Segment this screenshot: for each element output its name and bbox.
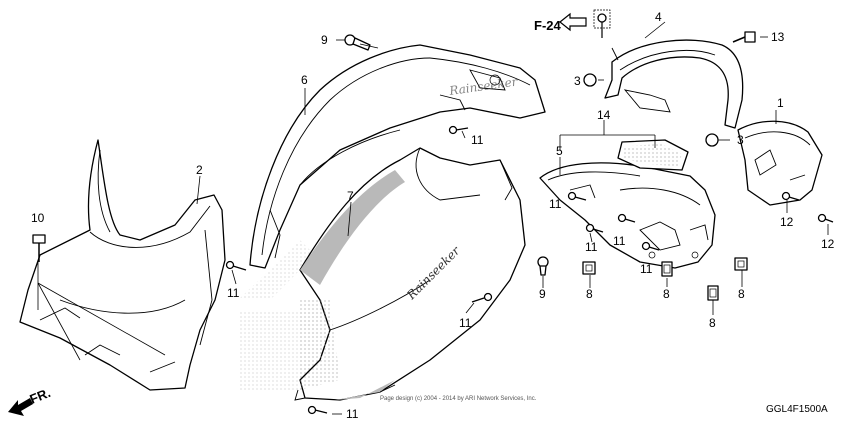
callout-9-right: 9 [539, 287, 546, 301]
part-14-emblem [617, 139, 689, 171]
part-2-inner-lower-cover [19, 139, 226, 391]
callout-6: 6 [301, 73, 308, 87]
callout-11-g: 11 [613, 234, 626, 248]
callout-11-f: 11 [585, 240, 598, 254]
clip-f24-icon [593, 9, 611, 38]
callout-11-h: 11 [640, 262, 653, 276]
grommet-3-top-icon [583, 73, 597, 87]
callout-8-a: 8 [586, 287, 593, 301]
screw-11-icon [225, 125, 660, 415]
bolt-13-icon [732, 31, 756, 43]
callout-7: 7 [347, 189, 354, 203]
callout-13: 13 [771, 30, 785, 44]
reference-arrow-f24: F-24 [534, 12, 587, 33]
callout-11-c: 11 [459, 316, 472, 330]
callout-10: 10 [31, 211, 45, 225]
fasteners [32, 9, 834, 415]
callout-11-a: 11 [227, 286, 240, 300]
callout-12-b: 12 [821, 237, 835, 251]
callout-12-a: 12 [780, 215, 794, 229]
front-label: FR. [28, 385, 53, 407]
callout-numbers: 1 2 3 3 4 5 6 7 8 8 8 8 9 9 10 11 11 11 … [31, 10, 835, 421]
reference-label: F-24 [534, 18, 562, 33]
callout-2: 2 [196, 163, 203, 177]
callout-11-b: 11 [471, 133, 484, 147]
callout-5: 5 [556, 144, 563, 158]
callout-9-top: 9 [321, 33, 328, 47]
front-direction-arrow: FR. [8, 385, 53, 416]
copyright-text: Page design (c) 2004 - 2014 by ARI Netwo… [380, 396, 537, 402]
part-1-rear-side-cover [737, 120, 823, 206]
part-6-top-cover [249, 44, 546, 269]
callout-14: 14 [597, 108, 611, 122]
callout-1: 1 [777, 96, 784, 110]
part-5-rear-grip [539, 162, 716, 269]
part-4-rear-rim [604, 39, 744, 129]
grommet-3-right-icon [705, 133, 719, 147]
clip-nut-8-icon [582, 257, 748, 301]
callout-11-d: 11 [346, 407, 359, 421]
callout-8-d: 8 [709, 316, 716, 330]
leader-lines [37, 21, 829, 415]
callout-4: 4 [655, 10, 662, 24]
bolt-10-icon [32, 234, 46, 262]
callout-3-right: 3 [737, 133, 744, 147]
clip-9-right-icon [537, 256, 549, 276]
callout-8-c: 8 [738, 287, 745, 301]
part-7-front-panel [294, 147, 526, 401]
callout-11-e: 11 [549, 197, 562, 211]
screw-12-icon [781, 191, 834, 223]
drawing-code: GGL4F1500A [766, 404, 828, 415]
callout-8-b: 8 [663, 287, 670, 301]
callout-3-top: 3 [574, 74, 581, 88]
clip-9-top-icon [344, 34, 371, 51]
